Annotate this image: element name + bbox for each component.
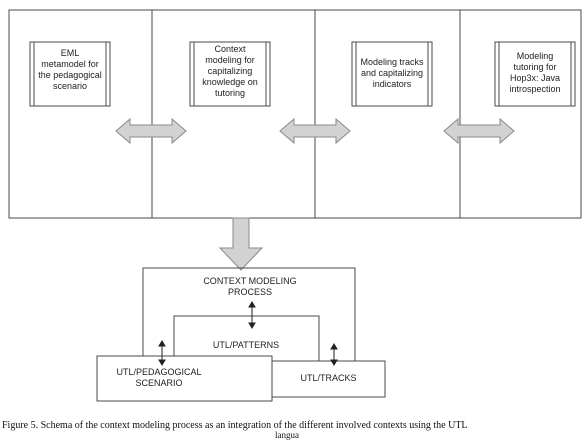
double-arrow-2: [279, 117, 351, 145]
modeling-tracks-box: [351, 41, 433, 107]
patterns-link-arrow: [248, 301, 256, 329]
hop3x-tutoring-label: Modeling tutoring for Hop3x: Java intros…: [509, 51, 561, 94]
down-arrow: [218, 217, 264, 271]
context-modeling-box: [189, 41, 271, 107]
hop3x-tutoring-box: [494, 41, 576, 107]
figure-caption-tail: langua: [275, 430, 299, 440]
upper-frame: [8, 9, 582, 219]
utl-patterns-label: UTL/PATTERNS: [212, 340, 280, 350]
eml-metamodel-box: [29, 41, 111, 107]
utl-tracks-label: UTL/TRACKS: [300, 373, 357, 383]
context-modeling-label: Context modeling for capitalizing knowle…: [202, 44, 258, 98]
eml-metamodel-label: EML metamodel for the pedagogical scenar…: [38, 48, 102, 91]
context-process-label: CONTEXT MODELING PROCESS: [203, 276, 297, 297]
tracks-link-arrow: [330, 343, 338, 366]
upper-frame-border: [8, 9, 582, 219]
utl-pedagogical-label: UTL/PEDAGOGICAL SCENARIO: [116, 367, 202, 388]
double-arrow-3: [443, 117, 515, 145]
double-arrow-1: [115, 117, 187, 145]
figure-caption: Figure 5. Schema of the context modeling…: [2, 420, 468, 431]
utl-tracks-box: [271, 360, 386, 398]
modeling-tracks-label: Modeling tracks and capitalizing indicat…: [360, 57, 424, 89]
pedagogical-link-arrow: [158, 340, 166, 366]
